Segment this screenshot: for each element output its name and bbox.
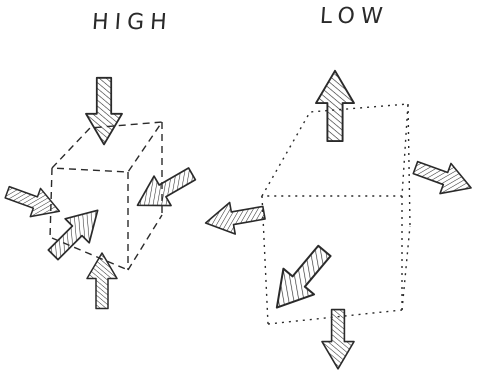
low-arrow-right <box>410 153 477 203</box>
high-pressure-label: HIGH <box>91 10 173 35</box>
low-arrow-lower-left <box>262 238 340 320</box>
low-arrow-top <box>316 71 354 141</box>
high-arrow-top <box>86 78 122 145</box>
low-pressure-label: LOW <box>319 4 389 29</box>
high-arrow-left <box>2 178 64 225</box>
low-arrow-bottom <box>322 310 354 369</box>
low-arrow-left <box>203 197 267 239</box>
high-arrow-bottom <box>87 253 117 309</box>
high-arrow-right <box>129 159 200 220</box>
